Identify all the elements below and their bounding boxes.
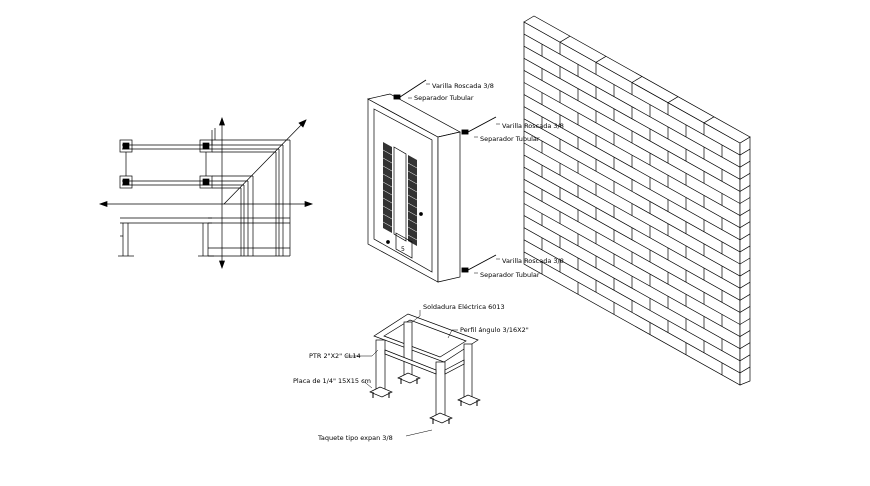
panel-bus <box>393 146 407 242</box>
panel-door-border <box>373 108 433 273</box>
label-placa: Placa de 1/4" 15X15 cm <box>293 377 371 385</box>
diagonal-axis <box>223 119 307 205</box>
base-plate-4 <box>429 412 453 424</box>
brick-line <box>595 56 607 63</box>
brick-line <box>703 116 715 124</box>
base-plate-2 <box>397 372 421 384</box>
label-separador-tubular-middle: Separador Tubular <box>480 135 540 143</box>
base-plate-1 <box>369 386 393 398</box>
spacer-bottom <box>461 267 469 273</box>
stand-leg-front-left <box>375 339 386 393</box>
svg-text:5: 5 <box>401 246 405 253</box>
stand-beam-front <box>384 349 437 375</box>
brick-side-courses <box>559 35 751 374</box>
axis-arrow-up <box>219 116 225 126</box>
brick-courses <box>523 33 741 375</box>
brick-line <box>739 160 751 168</box>
electrical-panel: 5 <box>367 93 461 283</box>
brick-line <box>739 148 751 156</box>
axis-arrow-diagonal <box>298 119 307 128</box>
axis-arrow-left <box>98 201 108 207</box>
label-varilla-roscada-bottom: Varilla Roscada 3/8 <box>502 257 564 265</box>
label-taquete: Taquete tipo expan 3/8 <box>317 434 393 442</box>
label-perfil-angulo: Perfil ángulo 3/16X2" <box>460 326 529 334</box>
projection-lines-horizontal <box>212 139 290 189</box>
rod-top <box>399 79 427 98</box>
annotation-labels: Varilla Roscada 3/8 Separador Tubular Va… <box>293 82 564 442</box>
brick-line <box>739 185 751 192</box>
brick-line <box>739 209 751 216</box>
spacer-top <box>393 94 401 100</box>
brick-wall <box>523 15 751 386</box>
brick-line <box>667 96 679 103</box>
orthographic-projection <box>98 116 314 270</box>
label-soldadura: Soldadura Eléctrica 6013 <box>423 303 505 311</box>
mounting-rods <box>393 79 497 273</box>
main-breaker <box>395 232 413 259</box>
stand-leg-back-right <box>463 343 473 401</box>
front-elevation <box>118 217 214 257</box>
label-separador-tubular-top: Separador Tubular <box>414 94 474 102</box>
projection-lines-vertical <box>208 140 291 257</box>
rod-middle <box>467 116 497 133</box>
stand-leaders <box>346 310 458 437</box>
brick-line <box>739 269 751 277</box>
brick-line <box>739 233 751 241</box>
brick-line <box>631 76 643 83</box>
label-varilla-roscada-top: Varilla Roscada 3/8 <box>432 82 494 90</box>
spacer-middle <box>461 129 469 135</box>
label-varilla-roscada-middle: Varilla Roscada 3/8 <box>502 122 564 130</box>
brick-line <box>739 342 751 350</box>
stand-leg-front-right <box>435 361 446 419</box>
plan-view <box>119 139 213 189</box>
stand-leg-back <box>403 321 413 379</box>
panel-screw <box>386 240 390 244</box>
panel-side-face <box>437 131 461 283</box>
label-ptr: PTR 2"X2" CL14 <box>309 352 361 360</box>
brick-line <box>739 354 751 362</box>
panel-latch <box>419 212 423 216</box>
brick-line <box>739 318 751 325</box>
anchor-bolts <box>372 378 478 424</box>
brick-line <box>739 221 751 229</box>
brick-line <box>739 366 751 374</box>
breaker-columns <box>383 142 417 246</box>
brick-line <box>739 245 751 253</box>
brick-line <box>739 293 751 301</box>
brick-line <box>739 281 751 289</box>
brick-line <box>739 257 751 265</box>
rod-bottom <box>467 254 497 271</box>
axis-arrow-down <box>219 260 225 270</box>
brick-line <box>739 306 751 313</box>
brick-line <box>739 172 751 180</box>
brick-line <box>559 35 571 43</box>
label-separador-tubular-bottom: Separador Tubular <box>480 271 540 279</box>
brick-line <box>739 330 751 337</box>
brick-line <box>739 197 751 204</box>
base-plate-3 <box>457 394 481 406</box>
breaker-lines <box>382 149 418 241</box>
support-stand <box>369 313 481 424</box>
stand-beam-side <box>444 359 465 375</box>
rod-leaders <box>408 83 500 274</box>
plan-vertical-lines <box>211 128 216 145</box>
axis-arrow-right <box>304 201 314 207</box>
